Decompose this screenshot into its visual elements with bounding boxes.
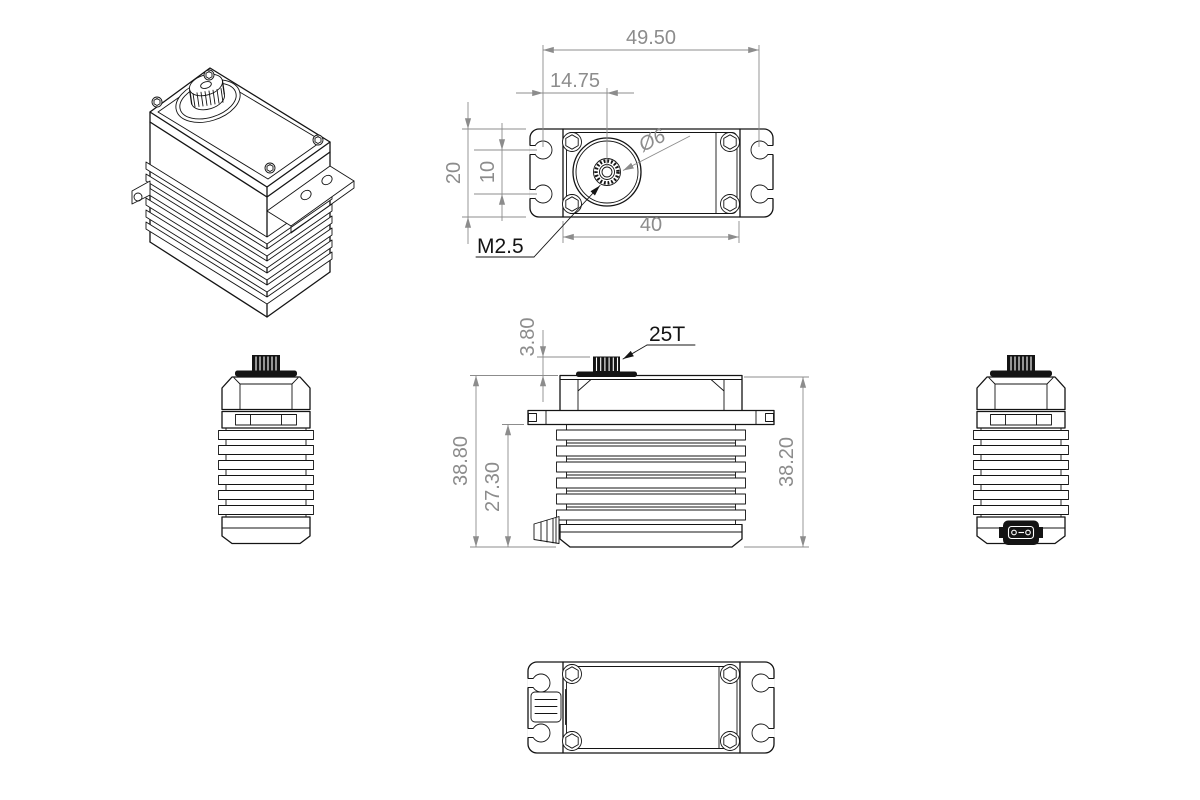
hex-screw-icon [312, 134, 324, 146]
dim-body-depth: 20 [443, 162, 465, 184]
iso-left-flange-tab [131, 180, 151, 205]
spline-teeth-ring [594, 159, 620, 185]
mount-slots [527, 673, 775, 743]
left-end-view [217, 354, 315, 545]
iso-lid [149, 67, 331, 188]
hex-screw-icon [203, 69, 215, 81]
front-view-dimensions: 3.80 25T 38.80 27.30 38.20 [450, 318, 809, 548]
iso-output-boss [175, 73, 241, 123]
bottom-view-outline [527, 661, 775, 754]
hex-screw-icon [562, 731, 582, 751]
mounting-flange [527, 409, 775, 426]
dim-spline-height: 3.80 [517, 318, 539, 357]
label-screw-thread: M2.5 [477, 235, 524, 258]
right-end-view [972, 354, 1070, 545]
dim-case-height: 38.20 [776, 437, 798, 487]
hex-screw-icon [264, 162, 276, 174]
hex-screw-icon [720, 731, 740, 751]
label-spline-type: 25T [649, 323, 685, 346]
hex-screw-icon [720, 664, 740, 684]
hex-screw-icon [720, 132, 740, 152]
wire-connector [533, 516, 560, 544]
dim-bottom-to-flange: 27.30 [482, 462, 504, 512]
bottom-view [527, 661, 775, 754]
hex-screw-icon [562, 664, 582, 684]
iso-cooling-fins [145, 161, 333, 305]
cooling-fins [556, 424, 746, 525]
iso-spline-teeth [192, 88, 224, 108]
hex-screw-icon [151, 96, 163, 108]
hex-screw-icon [720, 194, 740, 214]
dim-overall-height: 38.80 [450, 436, 472, 486]
isometric-view [131, 67, 355, 318]
front-view: 3.80 25T 38.80 27.30 38.20 [450, 318, 809, 548]
servo-plug-connector [999, 520, 1043, 545]
hex-screw-icon [562, 194, 582, 214]
iso-right-flange-tab [266, 165, 355, 234]
dim-body-width: 40 [640, 214, 662, 236]
dim-shaft-offset: 14.75 [550, 70, 600, 92]
hex-screw-icon [562, 132, 582, 152]
dim-slot-spacing: 10 [477, 161, 499, 183]
wire-grommet [530, 689, 566, 725]
dim-mount-hole-span: 49.50 [626, 27, 676, 49]
top-view: 49.50 14.75 20 10 40 Ø6 M2.5 [443, 27, 774, 258]
